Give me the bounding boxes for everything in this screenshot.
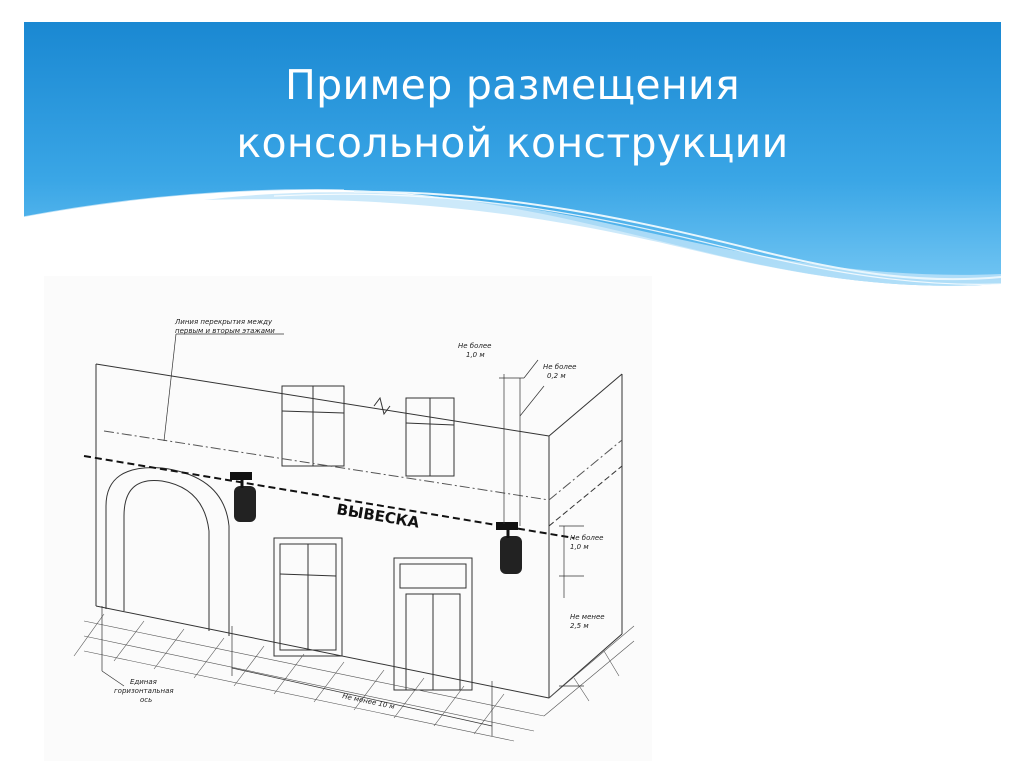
label-offset-max-2: 0,2 м [547, 372, 566, 380]
slide: Пример размещения консольной конструкции [24, 22, 1001, 767]
label-spacing: Не менее 10 м [342, 692, 396, 711]
label-axis-3: ось [140, 696, 152, 704]
label-clearance-min-1: Не менее [570, 613, 605, 621]
label-floor-line-2: первым и вторым этажами [175, 327, 275, 335]
facade-drawing: ВЫВЕСКА [73, 318, 635, 742]
header-wave-background [24, 22, 1001, 286]
label-floor-line-1: Линия перекрытия между [174, 318, 273, 326]
facade-diagram: ВЫВЕСКА [44, 276, 652, 761]
label-height-max-1: Не более [570, 534, 603, 542]
label-height-max-2: 1,0 м [570, 543, 589, 551]
right-console-sign [496, 522, 522, 574]
slide-title: Пример размещения консольной конструкции [24, 56, 1001, 172]
label-offset-max-1: Не более [543, 363, 576, 371]
label-top-max-2: 1,0 м [466, 351, 485, 359]
label-clearance-min-2: 2,5 м [570, 622, 589, 630]
slide-title-line-1: Пример размещения [285, 61, 740, 109]
left-console-sign [230, 472, 256, 522]
slide-title-line-2: консольной конструкции [236, 119, 789, 167]
label-top-max-1: Не более [458, 342, 491, 350]
label-axis-2: горизонтальная [114, 687, 174, 695]
label-axis-1: Единая [130, 678, 157, 686]
